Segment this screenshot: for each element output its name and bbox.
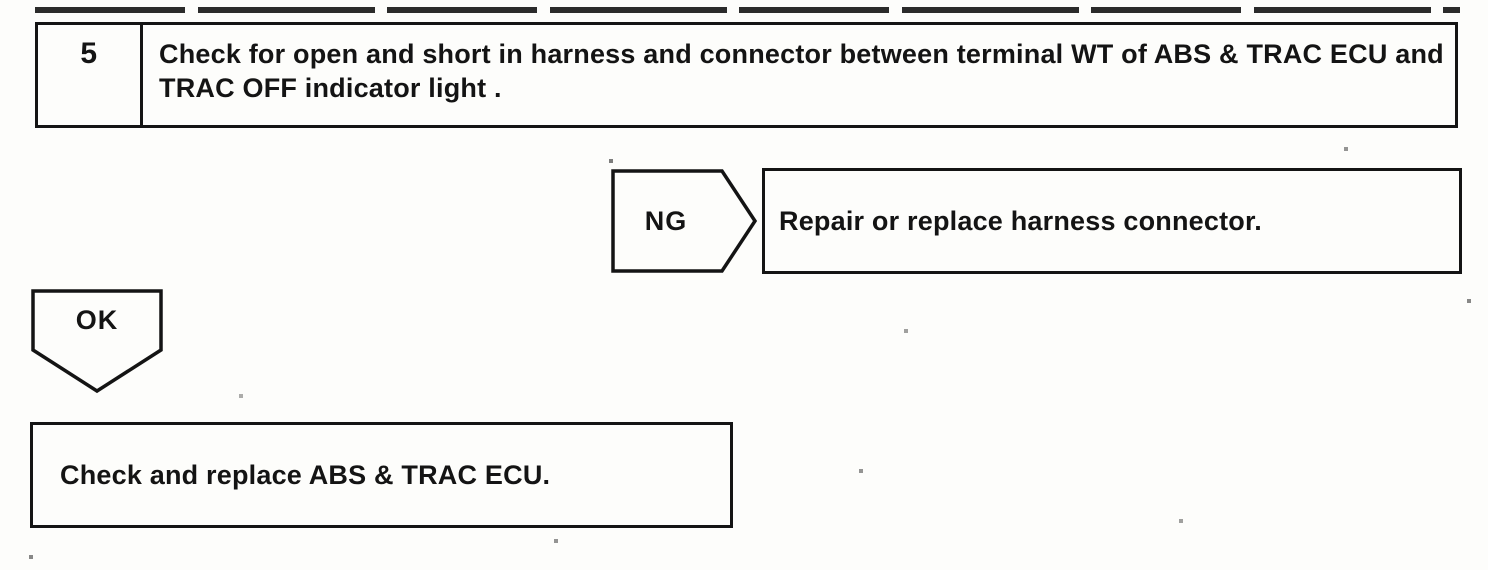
- ng-action-box: Repair or replace harness connector.: [762, 168, 1462, 274]
- ng-arrow-shape: [611, 169, 758, 273]
- ng-action-text: Repair or replace harness connector.: [779, 205, 1262, 236]
- ok-arrow-shape: [31, 289, 163, 394]
- ng-connector: NG: [610, 168, 758, 274]
- step-box: 5 Check for open and short in harness an…: [35, 22, 1458, 128]
- ok-label: OK: [75, 304, 119, 335]
- step-number: 5: [80, 37, 98, 70]
- ng-label: NG: [644, 205, 688, 236]
- ok-action-text: Check and replace ABS & TRAC ECU.: [60, 459, 551, 490]
- step-number-cell: 5: [38, 25, 143, 125]
- scan-speckles: [0, 0, 2, 2]
- scan-artifact-top: [35, 7, 1460, 13]
- ok-action-box: Check and replace ABS & TRAC ECU.: [30, 422, 733, 528]
- ok-connector: OK: [30, 288, 164, 394]
- step-instruction: Check for open and short in harness and …: [159, 39, 1444, 103]
